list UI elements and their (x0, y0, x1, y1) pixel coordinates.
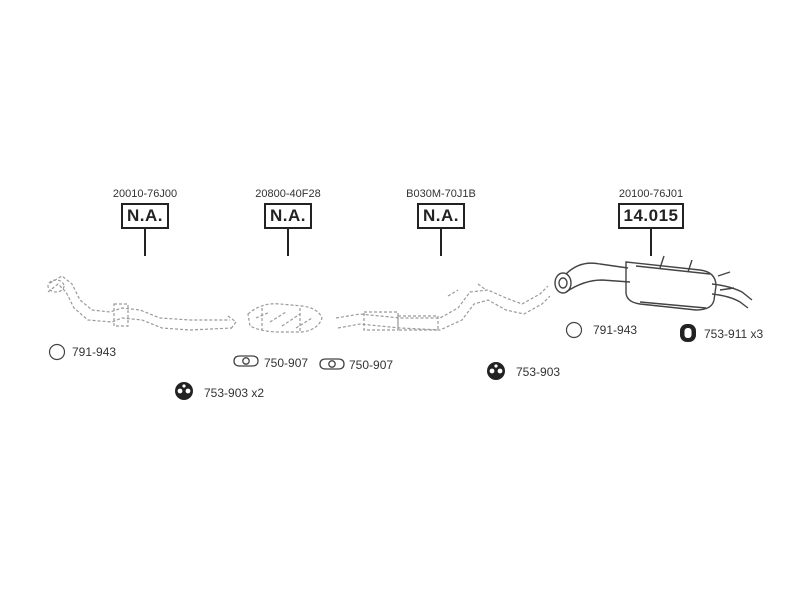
part-number-label[interactable]: 750-907 (349, 358, 394, 372)
front-pipe-drawing[interactable] (47, 275, 237, 331)
oem-number-middle-pipe: B030M-70J1B (406, 188, 476, 200)
gasket-icon (233, 355, 259, 367)
status-box-front-pipe[interactable]: N.A. (121, 203, 169, 229)
rubber-hanger-icon (487, 362, 505, 380)
o-ring-icon (565, 321, 583, 339)
oem-number-front-pipe: 20010-76J00 (112, 188, 178, 200)
part-number-label[interactable]: 753-911 x3 (704, 327, 764, 341)
status-box-catalytic-converter[interactable]: N.A. (264, 203, 312, 229)
part-number-label[interactable]: 753-903 (516, 365, 561, 379)
status-box-rear-silencer[interactable]: 14.015 (618, 203, 684, 229)
pointer-line (144, 229, 146, 256)
rubber-hanger-icon (175, 382, 193, 400)
rear-silencer-drawing[interactable] (554, 255, 753, 311)
rubber-mount-icon (680, 324, 696, 342)
pointer-line (287, 229, 289, 256)
gasket-icon (319, 358, 345, 370)
catalytic-converter-drawing[interactable] (247, 303, 323, 333)
part-number-label[interactable]: 791-943 (72, 345, 117, 359)
oem-number-rear-silencer: 20100-76J01 (618, 188, 684, 200)
status-box-middle-pipe[interactable]: N.A. (417, 203, 465, 229)
middle-pipe-drawing[interactable] (335, 283, 551, 331)
oem-number-catalytic-converter: 20800-40F28 (255, 188, 321, 200)
pointer-line (650, 229, 652, 256)
part-number-label[interactable]: 791-943 (593, 323, 638, 337)
pointer-line (440, 229, 442, 256)
part-number-label[interactable]: 753-903 x2 (204, 386, 265, 400)
o-ring-icon (48, 343, 66, 361)
part-number-label[interactable]: 750-907 (264, 356, 309, 370)
